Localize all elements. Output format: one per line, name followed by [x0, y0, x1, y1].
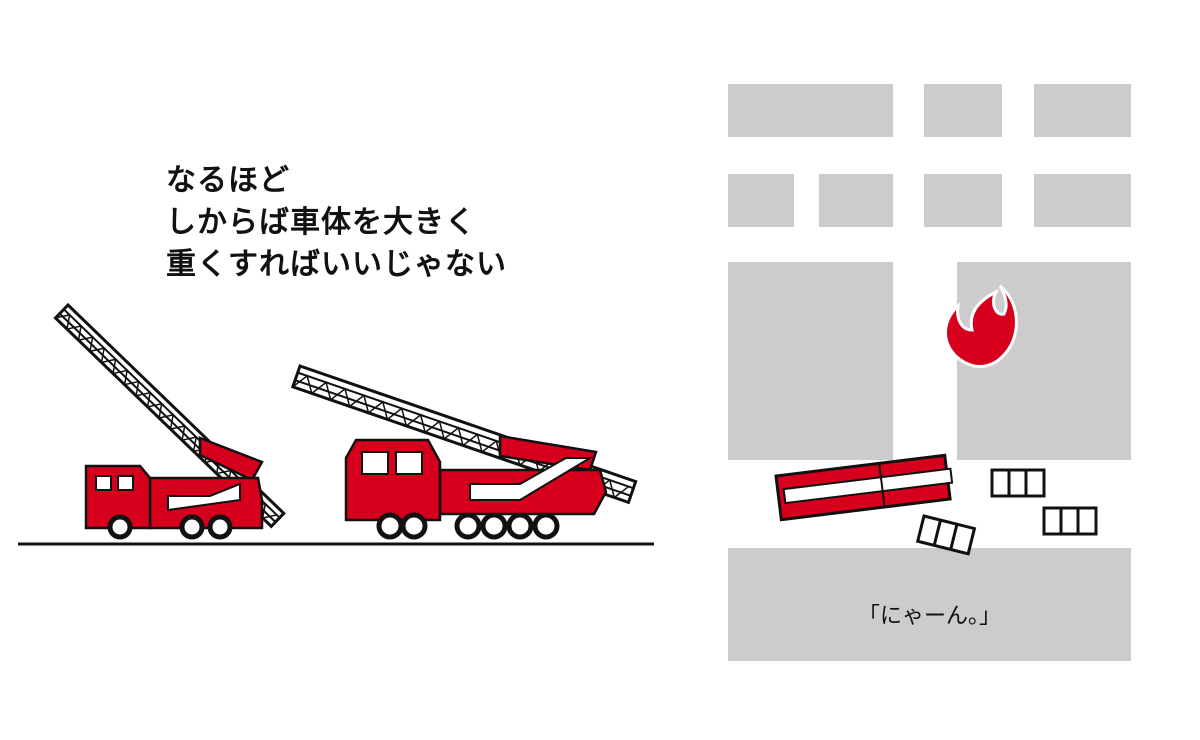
large-ladder-truck: [290, 364, 638, 540]
speech-text: 「にゃーん。」: [857, 604, 1001, 629]
building-window: [1034, 174, 1131, 227]
building-window: [924, 84, 1002, 137]
debris-box: [990, 468, 1046, 498]
caption: なるほど しからば車体を大きく 重くすればいいじゃない: [166, 160, 507, 286]
building-window: [819, 174, 893, 227]
building-window: [728, 174, 794, 227]
collapsed-building-illustration: [728, 84, 1131, 661]
building-window: [1034, 84, 1131, 137]
left-panel: なるほど しからば車体を大きく 重くすればいいじゃない: [18, 160, 654, 546]
debris-box: [915, 514, 977, 556]
caption-line: 重くすればいいじゃない: [166, 247, 507, 282]
right-panel: 「にゃーん。」: [700, 0, 1200, 740]
building-window: [924, 174, 1002, 227]
fire-icon: [943, 284, 1018, 368]
caption-line: なるほど: [166, 163, 290, 198]
fire-trucks-illustration: [18, 302, 654, 546]
building-window: [728, 84, 893, 137]
small-ladder-truck: [53, 302, 286, 540]
fallen-truck: [774, 453, 954, 522]
ground-block: [728, 548, 1131, 661]
debris-box: [1042, 506, 1098, 536]
building-wall: [728, 262, 893, 460]
caption-line: しからば車体を大きく: [166, 205, 476, 240]
